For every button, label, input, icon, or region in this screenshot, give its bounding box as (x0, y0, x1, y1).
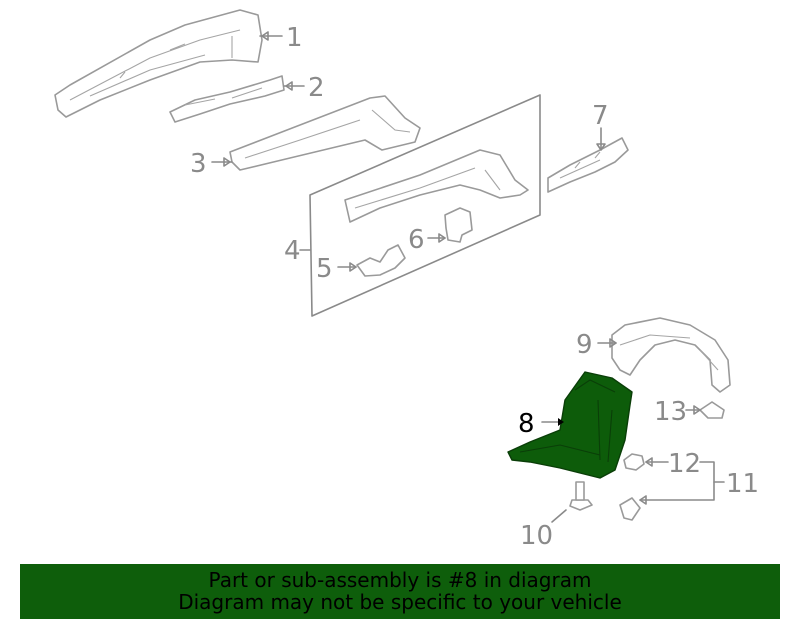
part-8-highlighted-shield[interactable] (507, 371, 633, 479)
callout-3[interactable]: 3 (190, 149, 207, 179)
part-7-panel[interactable] (547, 137, 629, 193)
arrow-5 (349, 262, 357, 272)
part-3-rail[interactable] (229, 95, 421, 171)
callout-4[interactable]: 4 (284, 236, 301, 266)
callout-10[interactable]: 10 (520, 521, 553, 551)
callout-8[interactable]: 8 (518, 409, 535, 439)
callout-5[interactable]: 5 (316, 254, 333, 284)
callout-12[interactable]: 12 (668, 449, 701, 479)
assembly-4-outline (309, 94, 541, 317)
arrow-6 (438, 233, 446, 243)
part-4-apron[interactable] (344, 149, 529, 223)
callout-11[interactable]: 11 (726, 469, 759, 499)
part-9-wheelhouse-liner[interactable] (611, 317, 731, 393)
arrow-13 (693, 405, 701, 415)
notice-banner: Part or sub-assembly is #8 in diagram Di… (20, 564, 780, 619)
callout-2[interactable]: 2 (308, 73, 325, 103)
part-5-bracket[interactable] (356, 244, 406, 277)
leader-10 (551, 509, 567, 523)
arrow-2 (285, 81, 293, 91)
callout-6[interactable]: 6 (408, 225, 425, 255)
leader-11 (639, 461, 715, 501)
callout-7[interactable]: 7 (592, 101, 609, 131)
banner-line-2: Diagram may not be specific to your vehi… (178, 590, 622, 614)
part-12-nut[interactable] (623, 453, 645, 471)
part-11-push-pin[interactable] (619, 497, 641, 521)
part-2-bracket[interactable] (169, 75, 285, 123)
banner-line-1: Part or sub-assembly is #8 in diagram (208, 568, 592, 592)
arrow-11 (639, 495, 647, 505)
arrow-1 (261, 31, 269, 41)
arrow-7 (596, 143, 606, 151)
part-1-rail[interactable] (54, 9, 263, 118)
arrow-8 (558, 418, 564, 426)
part-6-bracket[interactable] (444, 207, 473, 243)
arrow-12 (645, 457, 653, 467)
callout-13[interactable]: 13 (654, 397, 687, 427)
callout-1[interactable]: 1 (286, 23, 303, 53)
arrow-9 (609, 338, 617, 348)
part-10-fastener[interactable] (569, 481, 593, 511)
callout-9[interactable]: 9 (576, 330, 593, 360)
arrow-3 (223, 157, 231, 167)
part-13-clip[interactable] (699, 401, 725, 419)
